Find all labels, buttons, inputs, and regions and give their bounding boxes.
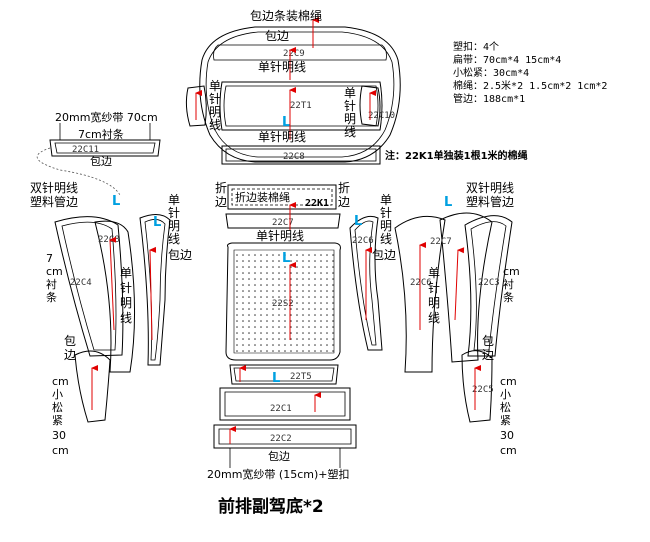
- code-22c4: 22C4: [70, 278, 92, 288]
- material-line-3: 小松紧：30cm*4: [453, 66, 529, 79]
- code-22t1: 22T1: [290, 101, 312, 111]
- code-22c5: 22C5: [472, 385, 494, 395]
- piece-22s2: 22S2 L: [225, 242, 341, 361]
- code-22s2: 22S2: [272, 299, 294, 309]
- label-plastic-pipe-r: 塑料管边: [466, 194, 514, 209]
- label-double-stitch-r: 双针明线: [466, 180, 514, 195]
- piece-22t5: 22T5 L: [229, 364, 339, 386]
- piece-left-curved: [139, 214, 171, 366]
- label-bind-c11: 包边: [90, 155, 112, 168]
- label-single-stitch-c: 单针明线: [256, 228, 304, 243]
- materials-list: 塑扣：4个 扁带：70cm*4 15cm*4 小松紧：30cm*4 棉绳：2.5…: [453, 40, 607, 105]
- piece-22c7: 22C7: [225, 213, 341, 229]
- code-22c6b: 22C6: [410, 278, 432, 288]
- grain-mark-left: L: [112, 194, 120, 209]
- piece-22c3: 22C3: [464, 215, 513, 357]
- piece-22c11: 22C11: [49, 139, 161, 157]
- code-22c10: 22C10: [368, 111, 395, 121]
- label-right-stitch-vert: 单针明线: [428, 266, 440, 325]
- piece-22c1: 22C1: [219, 387, 351, 421]
- code-22c6: 22C6: [352, 236, 374, 246]
- label-bind-left-small: 包边: [168, 248, 192, 262]
- code-22c3: 22C3: [478, 278, 500, 288]
- code-22c7b: 22C7: [430, 237, 452, 247]
- code-22c2: 22C2: [270, 434, 292, 444]
- note-22k1: 注：22K1单独装1根1米的棉绳: [385, 149, 528, 162]
- piece-22c2: 22C2: [213, 424, 357, 449]
- diagram-title: 前排副驾底*2: [218, 496, 324, 517]
- label-bottom-bind: 包边: [268, 450, 290, 463]
- label-top-cord: 包边条装棉绳: [250, 9, 322, 23]
- piece-22c8-top: 22C8: [221, 145, 381, 165]
- piece-22c4: 22C4: [54, 216, 124, 357]
- grain-mark: L: [282, 115, 290, 130]
- grain-mark-right2: L: [354, 214, 362, 229]
- label-bottom-tape: 20mm宽纱带 (15cm)+塑扣: [207, 467, 349, 481]
- label-bind-left-low: 包边: [64, 334, 76, 362]
- code-22c8: 22C8: [283, 152, 305, 162]
- label-top-right-vert: 单针明线: [344, 86, 356, 139]
- label-double-stitch: 双针明线: [30, 180, 78, 195]
- label-left-stitch-vert: 单针明线: [120, 266, 132, 325]
- label-right-single-vert: 单针明线: [380, 193, 392, 246]
- code-22c9: 22C9: [283, 49, 305, 59]
- code-22c1: 22C1: [270, 404, 292, 414]
- label-single-stitch: 单针明线: [258, 59, 306, 74]
- code-22c7: 22C7: [272, 218, 294, 228]
- code-22c8-left: 22C8: [98, 235, 120, 245]
- label-strip-7cm: 7cm衬条: [78, 127, 124, 141]
- grain-mark-right: L: [444, 195, 452, 210]
- piece-22c7-right: 22C7: [430, 212, 493, 363]
- label-left-single-vert: 单针明线: [168, 193, 180, 246]
- grain-mark-t5: L: [272, 371, 280, 386]
- material-line-4: 棉绳：2.5米*2 1.5cm*2 1cm*2: [453, 79, 607, 92]
- label-tape-70: 20mm宽纱带 70cm: [55, 110, 158, 124]
- label-fold-right: 折边: [338, 180, 350, 209]
- material-line-2: 扁带：70cm*4 15cm*4: [453, 53, 561, 66]
- piece-22c8-left: 22C8: [94, 220, 136, 373]
- grain-mark-left2: L: [153, 215, 161, 230]
- code-22t5: 22T5: [290, 372, 312, 382]
- material-line-5: 管边：188cm*1: [453, 92, 525, 105]
- label-fold-left: 折边: [215, 180, 227, 209]
- label-top-left-vert: 单针明线: [209, 79, 221, 132]
- piece-22k1: 折边装棉绳 22K1: [227, 184, 337, 210]
- code-22c11: 22C11: [72, 145, 99, 155]
- label-top-bind: 包边: [265, 29, 289, 43]
- piece-left-lower: [74, 350, 111, 423]
- code-22k1: 22K1: [305, 198, 329, 209]
- piece-22t1: 22T1 L: [219, 81, 383, 131]
- label-plastic-pipe: 塑料管边: [30, 194, 78, 209]
- piece-22c6-left: 22C6: [349, 215, 383, 351]
- label-fold-cord: 折边装棉绳: [235, 190, 290, 204]
- label-bind-right-small: 包边: [372, 248, 396, 262]
- piece-22c10: 22C10: [359, 85, 395, 127]
- label-single-stitch-b: 单针明线: [258, 129, 306, 144]
- piece-22c5: 22C5: [461, 350, 494, 423]
- piece-22c6-right: 22C6: [394, 215, 446, 373]
- piece-top-left-side: [185, 85, 207, 127]
- material-line-1: 塑扣：4个: [453, 40, 499, 53]
- grain-mark-center: L: [282, 251, 290, 266]
- piece-22c9: 22C9: [199, 26, 401, 163]
